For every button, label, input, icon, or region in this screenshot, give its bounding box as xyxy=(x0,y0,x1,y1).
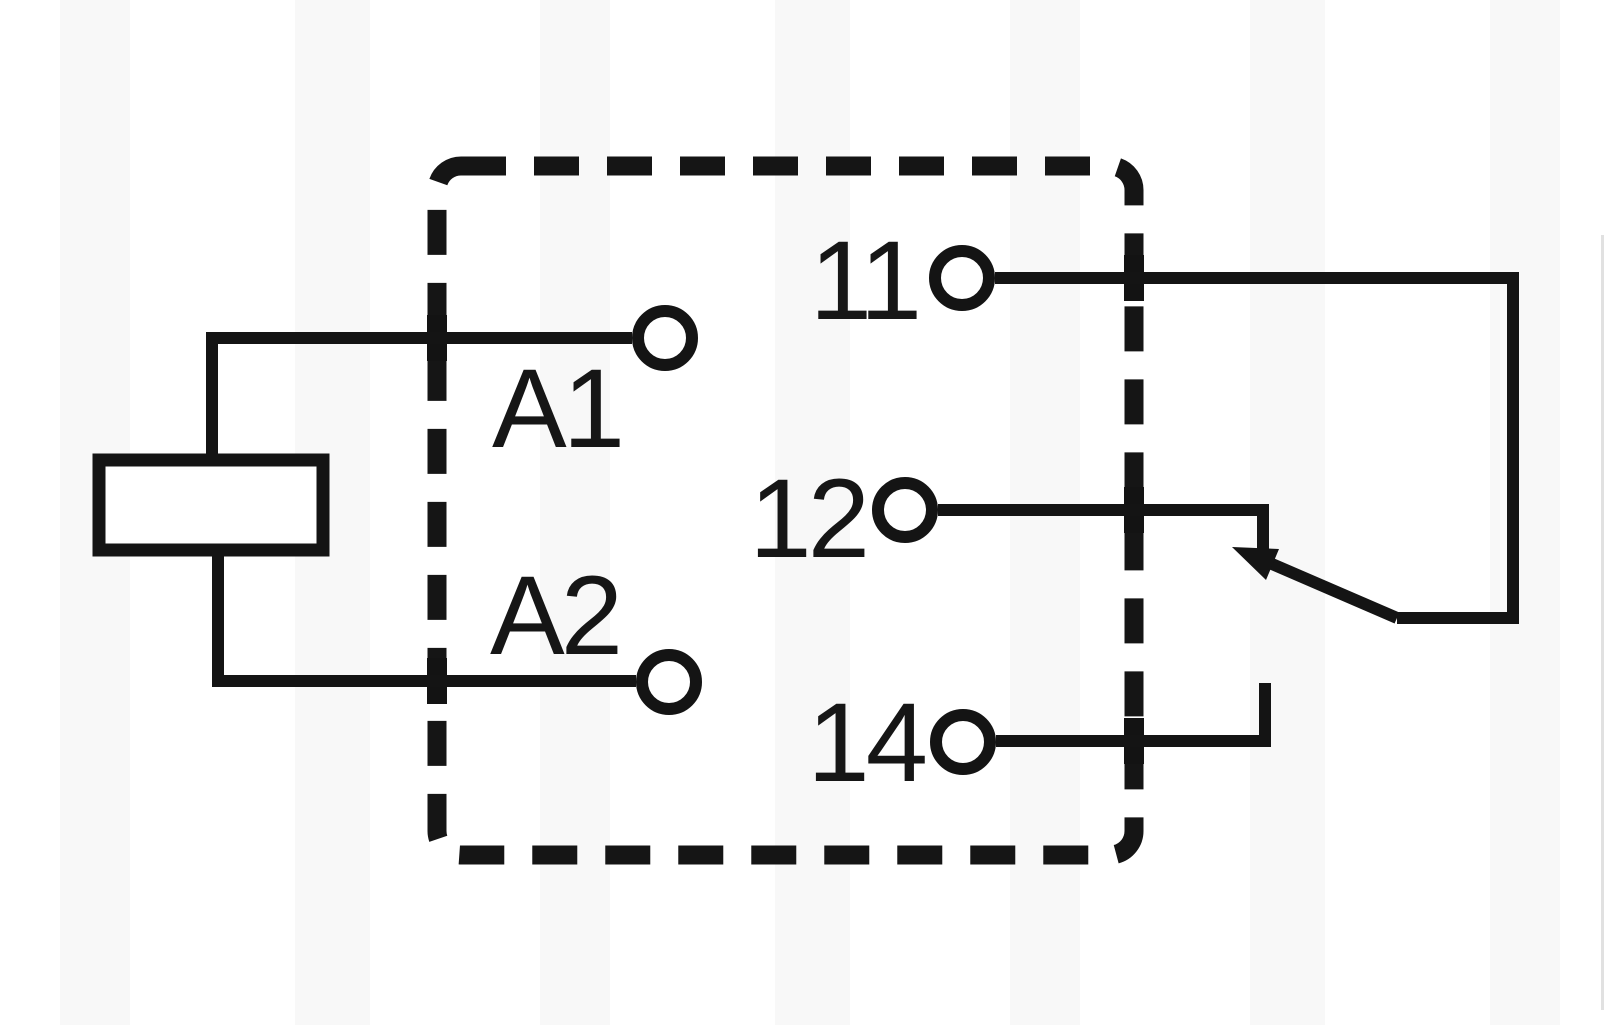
scan-edge-artifact xyxy=(1601,235,1604,1010)
terminal-14-label: 14 xyxy=(807,680,925,805)
switch-arm-arrowhead xyxy=(1232,547,1279,580)
terminal-14-node xyxy=(930,709,996,775)
a2-coil-wire xyxy=(212,552,636,687)
terminal-12-node xyxy=(872,477,938,543)
coil-symbol xyxy=(92,453,330,557)
a1-coil-wire xyxy=(206,332,632,459)
switch-arm xyxy=(1232,547,1400,624)
terminal-a1-label: A1 xyxy=(492,346,621,471)
common-11-wire xyxy=(995,272,1519,624)
terminal-11-node xyxy=(929,245,995,311)
nc-12-wire xyxy=(938,504,1269,567)
switch-arm-line xyxy=(1269,558,1400,624)
relay-body-dashed-outline xyxy=(427,156,1144,865)
terminal-12-label: 12 xyxy=(749,456,866,581)
terminal-a2-label: A2 xyxy=(490,553,619,678)
no-14-wire xyxy=(996,683,1271,747)
terminal-11-label: 11 xyxy=(810,218,918,343)
terminal-a2-node xyxy=(636,649,702,715)
terminal-a1-node xyxy=(632,305,698,371)
